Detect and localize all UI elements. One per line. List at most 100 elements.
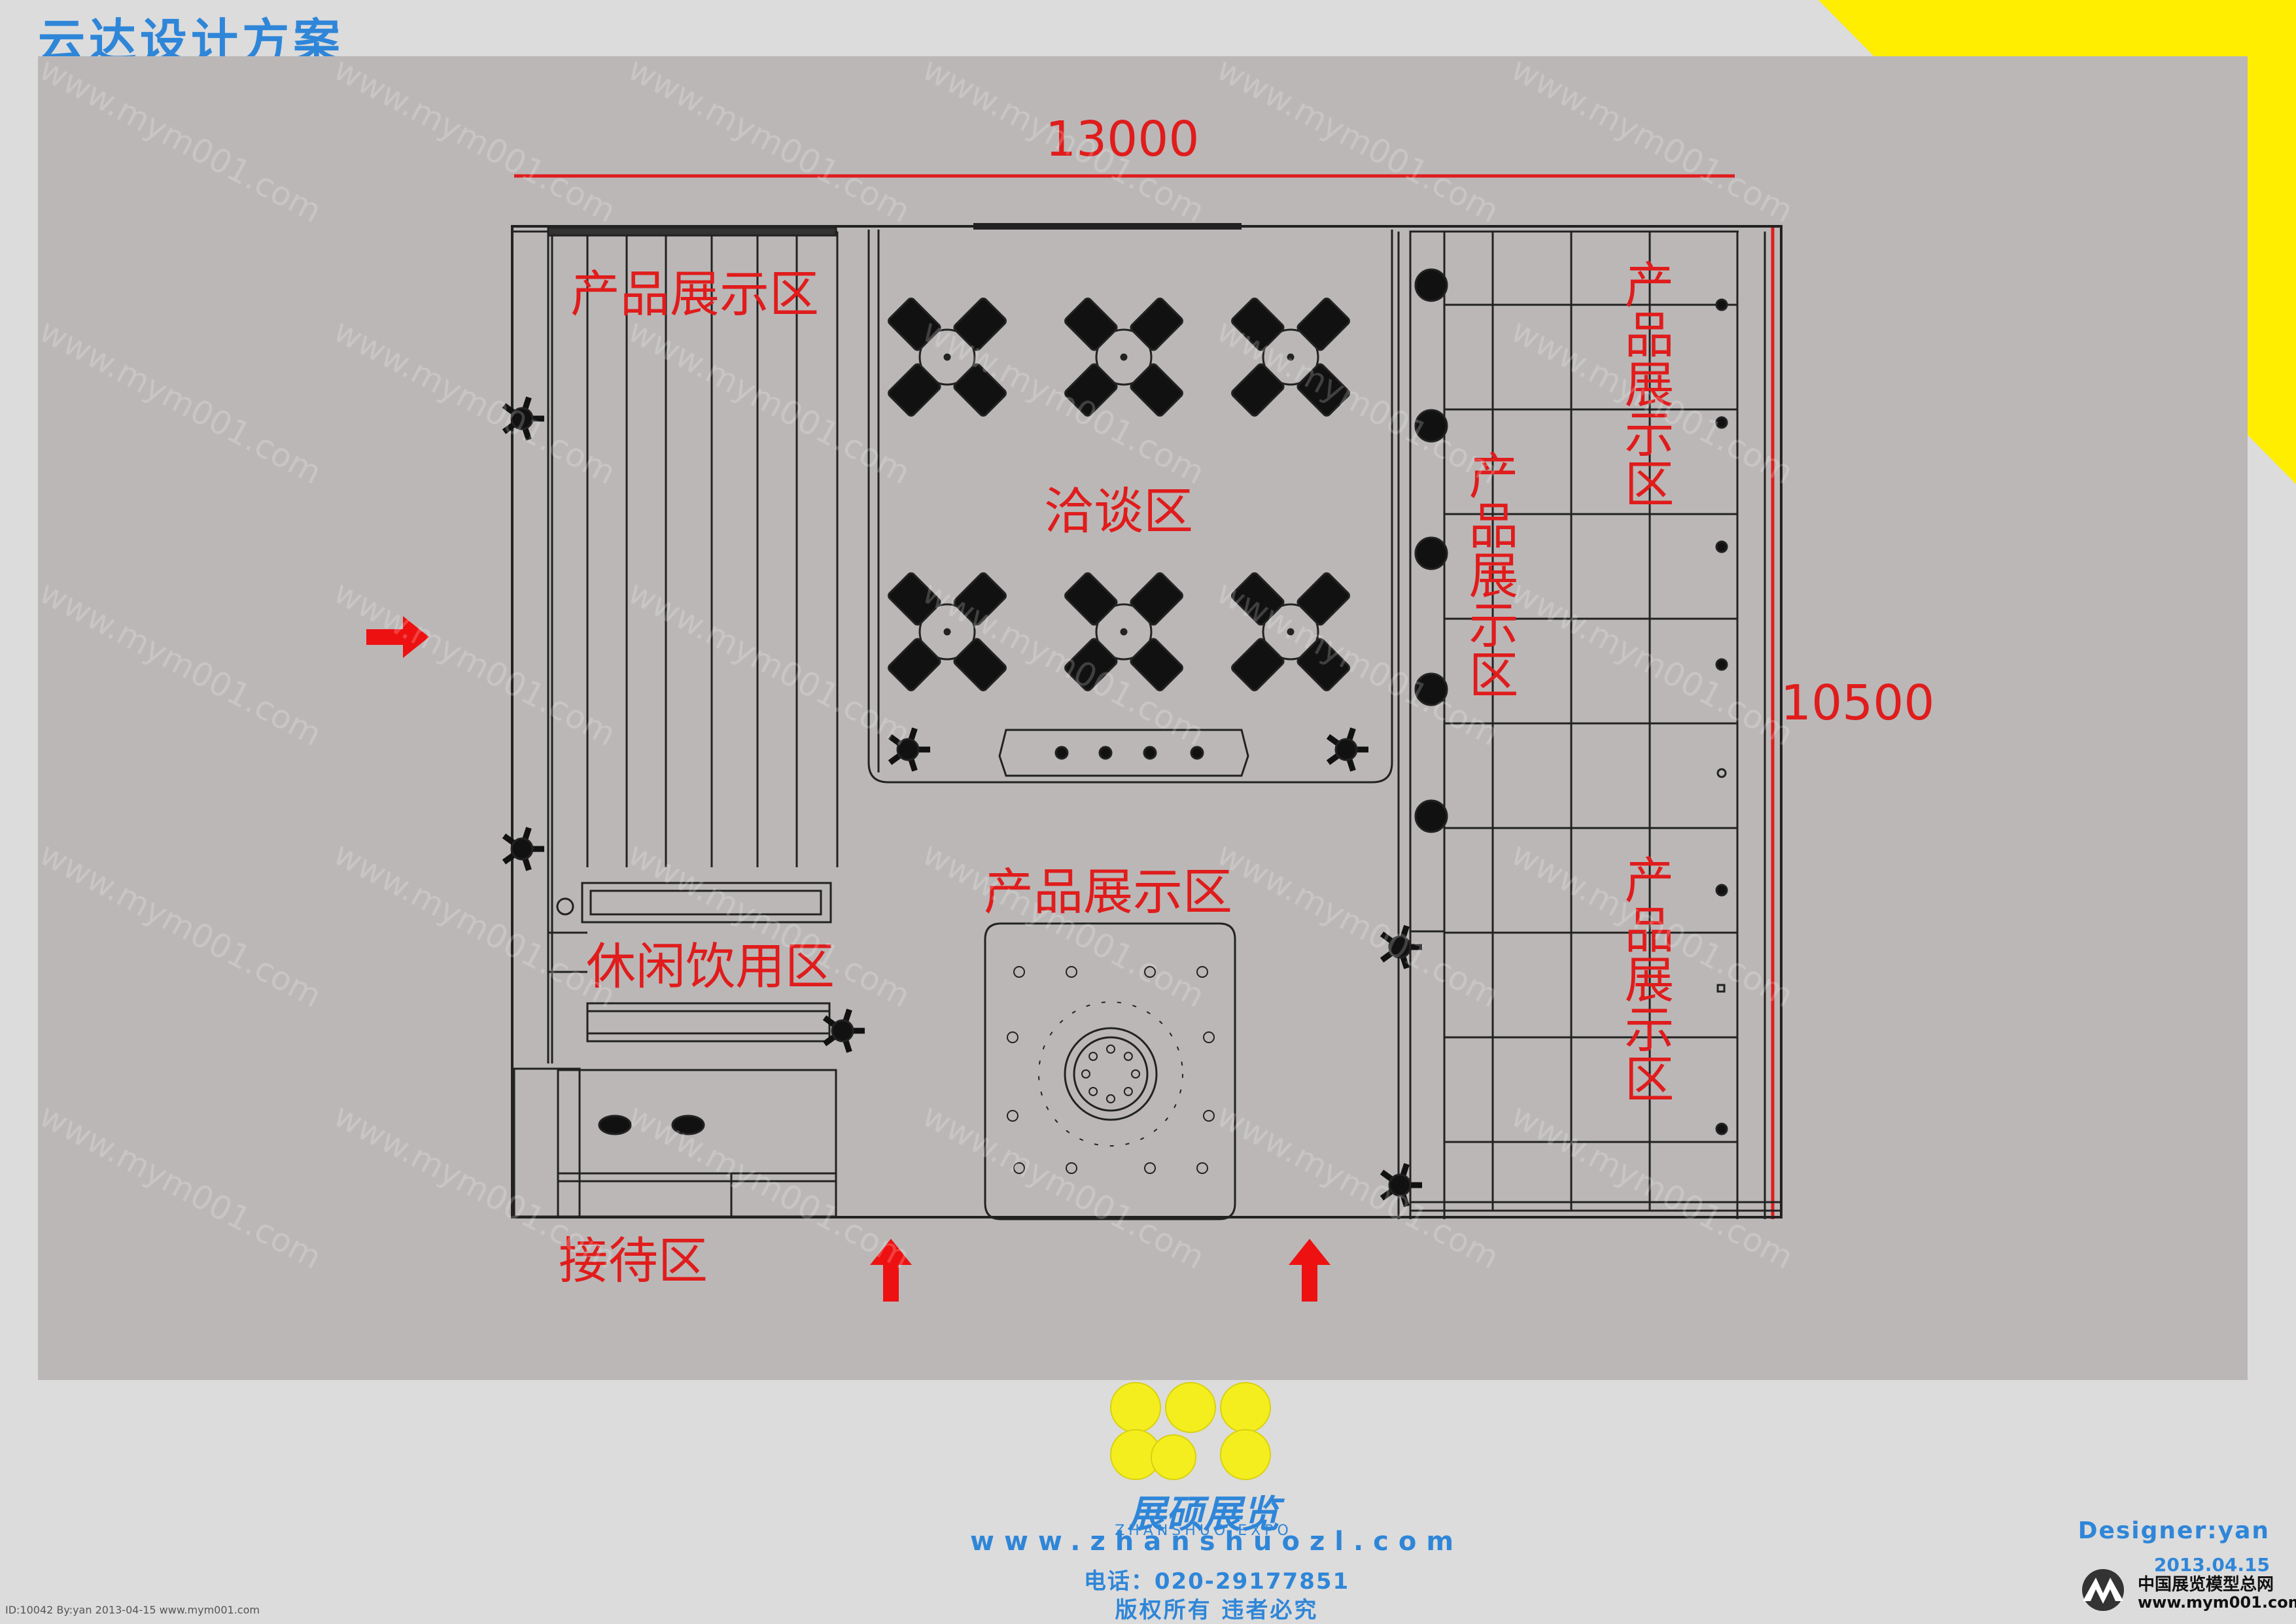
chair-icon [1064,298,1118,351]
chair-icon [1231,363,1285,417]
zone-label-negotiation: 洽谈区 [1044,482,1193,540]
right-display-area [1397,230,1781,1219]
floor-plan-panel: 产品展示区 洽谈区 产品展示区 产品展示区 产品展示区 产品展示区 休闲饮用区 … [33,50,2248,1380]
display-stud [1144,1162,1156,1174]
center-display [984,922,1236,1220]
zone-label-reception: 接待区 [559,1232,708,1290]
chair-icon [953,298,1007,351]
zone-label-product-top-left: 产品展示区 [570,265,819,323]
plant-icon [502,396,544,441]
plant-icon [1326,727,1368,772]
display-stud [1196,1162,1208,1174]
zone-label-product-right-inner: 产品展示区 [1460,450,1519,699]
chair-icon [888,363,941,417]
display-stud [1203,1110,1215,1122]
floor-plan [502,174,1783,1220]
zone-label-product-center: 产品展示区 [984,863,1232,921]
brand-logo [1110,1382,1271,1480]
brand-name: 展硕展览 [1127,1492,1279,1536]
chair-icon [1231,638,1285,691]
display-stud [1123,1086,1133,1096]
display-spot [1715,298,1728,311]
chair-icon [953,363,1007,417]
chair-icon [1296,298,1350,351]
zone-label-product-right-outer-bottom: 产品展示区 [1616,854,1675,1103]
dimension-width: 13000 [1045,111,1200,167]
display-spot [1715,658,1728,671]
chair-icon [1064,638,1118,691]
chair-icon [1130,298,1183,351]
display-stud [1123,1052,1133,1062]
reception-desk [513,1067,837,1218]
display-stud [1007,1110,1018,1122]
arrow-right-icon [366,616,429,658]
arrow-up-icon [1289,1239,1331,1302]
chair-icon [953,638,1007,691]
phone-number: 电话：020-29177851 [1083,1568,1350,1595]
chair-icon [1130,572,1183,626]
lamp-icon [1414,409,1448,443]
zone-label-leisure: 休闲饮用区 [586,937,835,995]
display-spot [1715,884,1728,897]
negotiation-table-set [888,572,1007,691]
display-stud [1106,1045,1115,1054]
chair-icon [1296,363,1350,417]
copyright-notice: 版权所有 违者必究 [1115,1597,1319,1623]
corner-logo-url[interactable]: www.mym001.com [2138,1593,2296,1612]
display-stud [1144,966,1156,978]
lamp-icon [1414,799,1448,833]
display-stud [1106,1094,1115,1103]
display-stud [1088,1052,1098,1062]
chair-icon [888,298,941,351]
lamp-icon [1414,268,1448,302]
counter-dot [1098,746,1113,760]
chair-icon [1296,638,1350,691]
display-spot [1715,1122,1728,1135]
display-stud [1066,966,1077,978]
counter-dot [1190,746,1204,760]
plant-icon [888,727,930,772]
corner-logo-icon [2082,1569,2124,1611]
display-stud [1066,1162,1077,1174]
zone-label-product-right-outer-top: 产品展示区 [1616,259,1675,508]
chair-icon [888,572,941,626]
leisure-counter [548,882,832,1043]
website-link[interactable]: www.zhanshuozl.com [969,1527,1464,1557]
negotiation-table-set [888,298,1007,417]
lamp-icon [1414,536,1448,570]
negotiation-room [867,223,1393,784]
display-stud [1007,1031,1018,1043]
corner-logo-name: 中国展览模型总网 [2138,1575,2274,1595]
plant-icon [1380,925,1422,969]
counter-dot [1054,746,1069,760]
plan-fixtures [502,268,1728,1207]
counter-dot [1143,746,1157,760]
plant-icon [502,827,544,871]
chair-icon [1064,572,1118,626]
plant-icon [822,1009,865,1053]
brand-name-en: ZHANSHUO EXPO [1115,1523,1293,1539]
chair-icon [888,638,941,691]
design-date: 2013.04.15 [2153,1554,2270,1576]
chair-icon [1231,572,1285,626]
display-stud [1081,1069,1090,1079]
chair-icon [953,572,1007,626]
arrow-up-icon [870,1239,912,1302]
dimension-height: 10500 [1781,675,1935,731]
display-stud [1131,1069,1140,1079]
negotiation-table-set [1231,298,1350,417]
display-stud [1013,966,1025,978]
display-stud [1196,966,1208,978]
plant-icon [1380,1163,1422,1207]
display-spot [1715,540,1728,553]
negotiation-table-set [1231,572,1350,691]
display-stud [1088,1086,1098,1096]
negotiation-table-set [1064,572,1183,691]
lamp-icon [1414,672,1448,706]
display-spot [1715,416,1728,429]
chair-icon [1064,363,1118,417]
negotiation-table-set [1064,298,1183,417]
chair-icon [1130,638,1183,691]
left-display-strip [512,226,839,1063]
chair-icon [1296,572,1350,626]
